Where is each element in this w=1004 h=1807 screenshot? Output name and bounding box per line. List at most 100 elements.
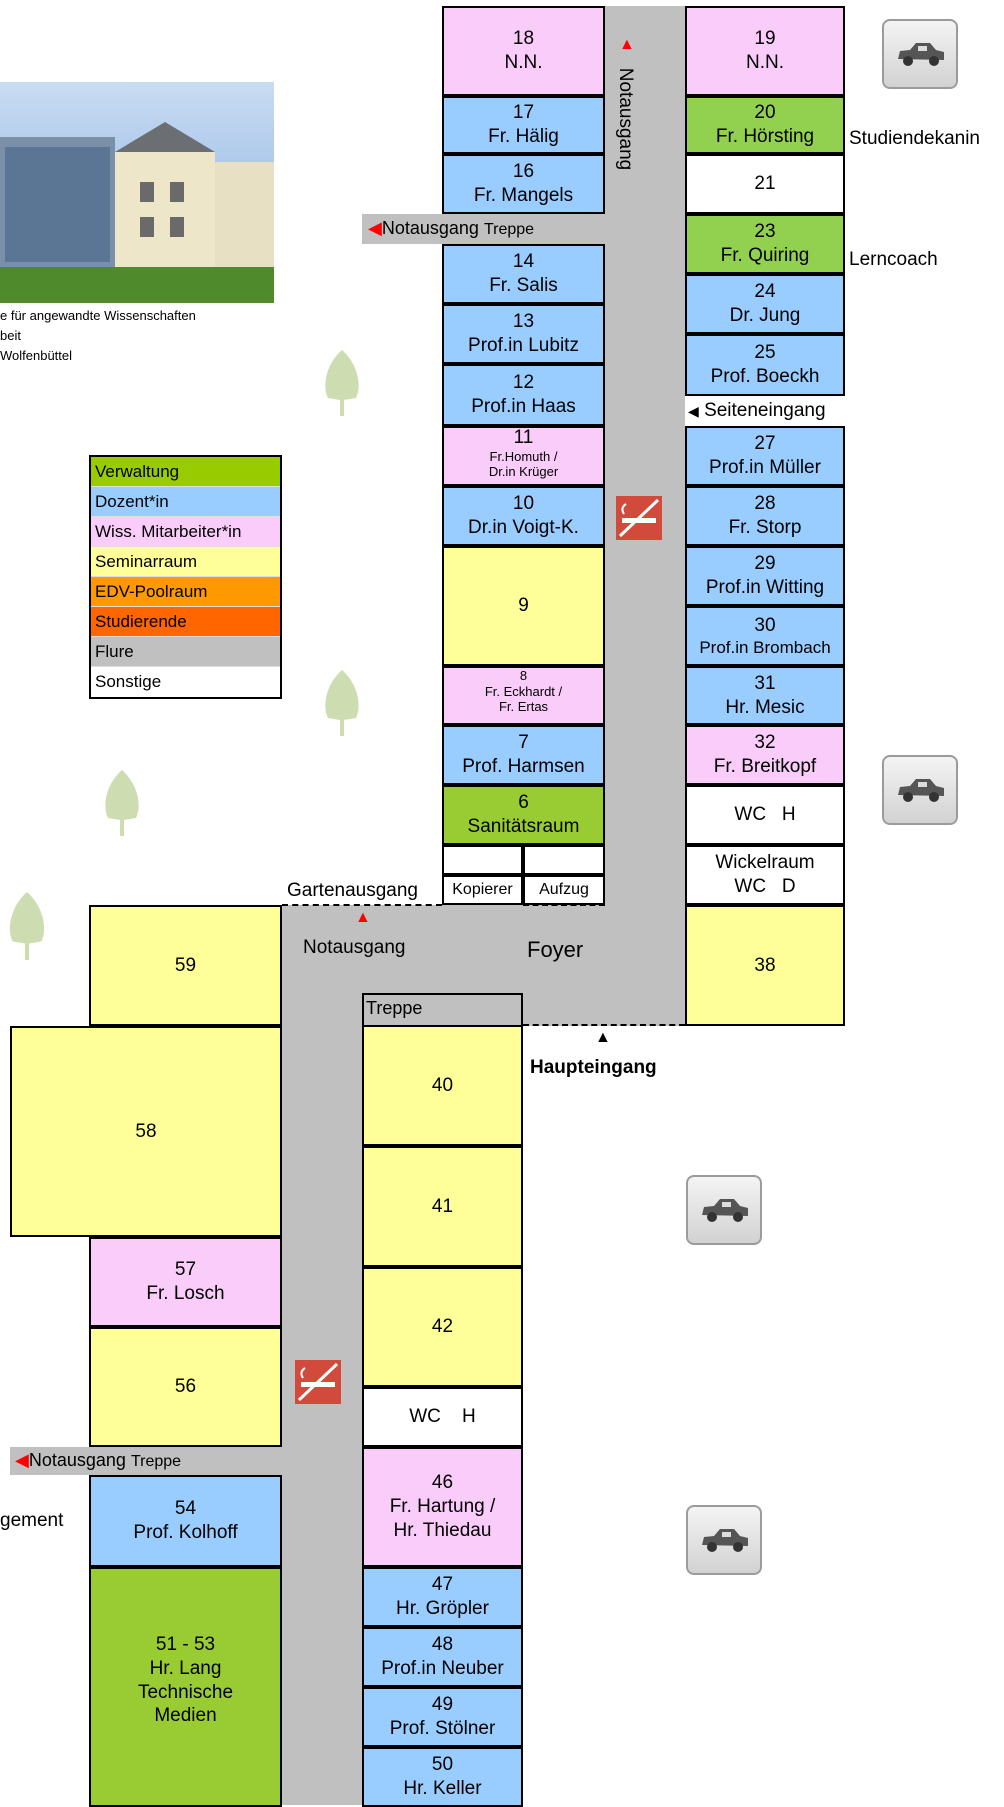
room-number: 23: [754, 221, 776, 243]
room-kopierer: Kopierer: [442, 875, 523, 905]
car-icon: [882, 19, 958, 89]
arrow-icon: ▲: [355, 909, 371, 926]
room-number: 19: [754, 28, 776, 50]
studiendekanin-label: Studiendekanin: [849, 128, 980, 149]
room-blank-a: [442, 845, 523, 875]
room-number: 30: [754, 614, 776, 636]
room-number: 59: [174, 954, 197, 976]
notausgang-text: Notausgang: [381, 218, 479, 238]
room-number: 28: [754, 493, 776, 515]
room-occupant: Fr. Quiring: [720, 245, 810, 266]
room-occupant-2: Fr. Ertas: [498, 699, 549, 715]
tree-icon: [98, 768, 146, 843]
room-occupant: Dr. Jung: [729, 305, 801, 326]
legend-verwaltung: Verwaltung: [91, 457, 280, 487]
seiteneingang-sign: ◀ Seiteneingang: [688, 400, 826, 422]
room-occupant: Prof. Stölner: [389, 1718, 496, 1739]
room-occupant: Hr. Lang: [149, 1657, 222, 1679]
room-occupant: Prof. Boeckh: [710, 366, 820, 387]
room-number: 18: [512, 28, 535, 50]
room-occupant: Fr. Losch: [146, 1283, 225, 1304]
room-number: 6: [518, 792, 529, 814]
room-occupant: Fr. Hartung /: [389, 1496, 496, 1518]
room-number: 25: [754, 342, 776, 364]
room-occupant: Fr. Hälig: [488, 126, 559, 147]
room-number: 57: [174, 1259, 197, 1281]
legend-studierende: Studierende: [91, 607, 280, 637]
arrow-icon: ▲: [619, 36, 635, 53]
room-number: 47: [431, 1574, 454, 1596]
wickelraum-label: Wickelraum: [715, 852, 815, 874]
building-photo: [0, 82, 274, 303]
car-icon: [686, 1175, 762, 1245]
room-number: 40: [431, 1074, 454, 1096]
gartenausgang-label: Gartenausgang: [287, 880, 418, 901]
room-56: 56: [89, 1327, 282, 1447]
room-occupant: N.N.: [504, 52, 543, 73]
room-aufzug: Aufzug: [523, 875, 605, 905]
room-occupant: Sanitätsraum: [467, 816, 580, 837]
gartenausgang-line: [282, 904, 442, 906]
treppe-box: [362, 993, 523, 1025]
room-occupant: Prof.in Witting: [705, 577, 825, 598]
room-occupant: Prof.in Haas: [471, 396, 576, 417]
room-number: 13: [512, 311, 535, 333]
room-occupant: Fr. Salis: [489, 275, 558, 296]
seiteneingang-label: Seiteneingang: [704, 400, 826, 421]
room-occupant: Dr.in Voigt-K.: [468, 517, 579, 538]
aufzug-label: Aufzug: [539, 881, 589, 898]
room-9: 9: [442, 546, 605, 666]
room-occupant-3: Medien: [154, 1705, 217, 1727]
room-59: 59: [89, 905, 282, 1026]
haupteingang-line: [523, 1024, 685, 1026]
room-occupant: Fr.Homuth /: [489, 448, 558, 464]
room-number: 17: [512, 102, 535, 124]
room-occupant-2: Dr.in Krüger: [488, 464, 559, 480]
room-number: 24: [754, 281, 776, 303]
wc-d-label: WC D: [734, 876, 796, 897]
room-number: 31: [754, 672, 776, 694]
notausgang-vertical-label: Notausgang: [615, 67, 637, 171]
room-occupant: Prof.in Brombach: [699, 638, 831, 658]
room-number: 51 - 53: [155, 1634, 216, 1655]
room-occupant: Prof. Harmsen: [462, 756, 585, 777]
room-occupant: Fr. Storp: [728, 517, 802, 538]
room-number: 32: [754, 732, 776, 754]
room-number: 20: [754, 102, 776, 124]
room-wc-h-bottom: WC H: [362, 1387, 523, 1447]
arrow-icon: ◀: [368, 218, 382, 238]
corridor-stair-band-top: [362, 214, 605, 244]
notausgang-foyer-label: Notausgang: [303, 937, 406, 958]
room-number: 54: [174, 1498, 197, 1520]
notausgang-line: [523, 904, 605, 906]
room-number: 7: [518, 732, 529, 754]
foyer-label: Foyer: [527, 937, 584, 962]
room-number: 21: [754, 173, 776, 195]
gement-label: gement: [0, 1510, 64, 1531]
room-number: 46: [431, 1472, 454, 1494]
caption-line-3: Wolfenbüttel: [0, 348, 73, 363]
tree-icon: [318, 348, 366, 423]
room-number: 29: [754, 553, 776, 575]
notausgang-treppe-bottom: ◀Notausgang Treppe: [15, 1450, 181, 1471]
room-occupant: Hr. Keller: [403, 1778, 482, 1799]
room-number: 12: [512, 372, 535, 394]
room-number: 9: [518, 595, 529, 617]
